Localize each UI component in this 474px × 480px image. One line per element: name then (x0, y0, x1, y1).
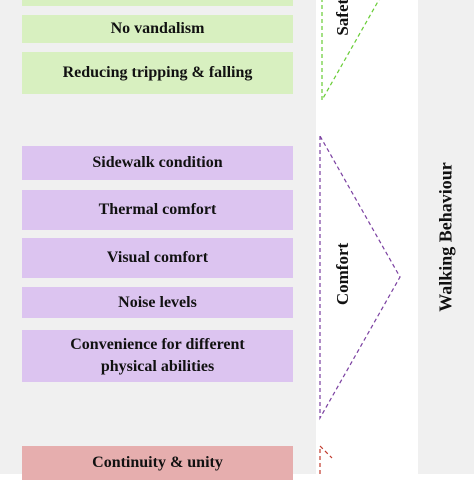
factor-box-top-partial (22, 0, 293, 6)
factor-box-noise-levels: Noise levels (22, 287, 293, 318)
factor-label: Visual comfort (106, 249, 209, 266)
factor-box-visual-comfort: Visual comfort (22, 238, 293, 278)
factor-label: Thermal comfort (98, 201, 217, 218)
factor-box-thermal-comfort: Thermal comfort (22, 190, 293, 230)
outcome-column (418, 0, 474, 474)
factor-box-reducing-tripping: Reducing tripping & falling (22, 52, 293, 94)
factor-label: Sidewalk condition (92, 154, 223, 171)
factor-label: No vandalism (110, 20, 205, 37)
factor-label-line1: Convenience for different (70, 336, 245, 353)
factor-box-no-vandalism: No vandalism (22, 15, 293, 43)
safety-connector (321, 0, 380, 103)
factor-label: Noise levels (118, 293, 197, 311)
factor-box-convenience: Convenience for different physical abili… (22, 330, 293, 382)
comfort-connector (319, 135, 401, 421)
factor-label-line2: physical abilities (100, 358, 215, 375)
group-label-safety: Safety (333, 0, 352, 36)
group-label-comfort: Comfort (333, 242, 352, 306)
outcome-label: Walking Behaviour (435, 162, 456, 312)
factor-box-sidewalk-condition: Sidewalk condition (22, 146, 293, 180)
factor-label: Continuity & unity (92, 454, 223, 471)
continuity-connector (319, 444, 333, 474)
factor-label: Reducing tripping & falling (62, 64, 253, 81)
